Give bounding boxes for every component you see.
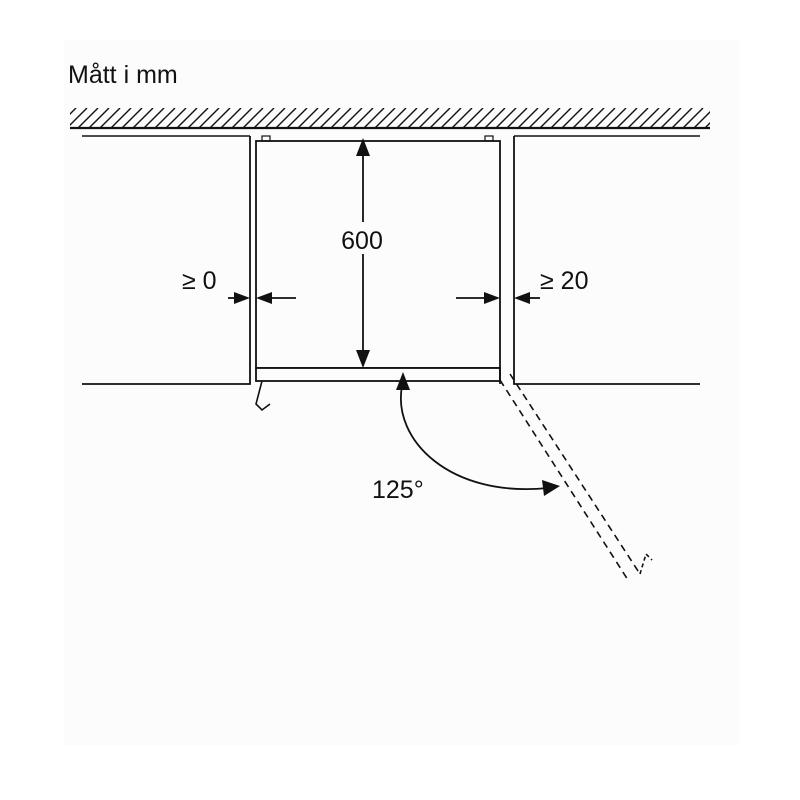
hatch-line bbox=[462, 108, 484, 128]
hatch-line bbox=[319, 108, 341, 128]
hatch-line bbox=[407, 108, 429, 128]
left-gap-label: ≥ 0 bbox=[182, 267, 217, 295]
hatch-line bbox=[253, 108, 275, 128]
hatch-line bbox=[88, 108, 110, 128]
appliance-door bbox=[255, 367, 501, 412]
hatch-line bbox=[187, 108, 209, 128]
hatch-line bbox=[70, 108, 77, 115]
angle-arrow-end bbox=[542, 480, 560, 496]
hatch-line bbox=[495, 108, 517, 128]
opened-door-outline bbox=[499, 373, 653, 581]
hatch-line bbox=[594, 108, 616, 128]
left-gap-dimension: ≥ 0 bbox=[182, 267, 296, 304]
hatch-line bbox=[693, 111, 710, 128]
hatch-line bbox=[77, 108, 99, 128]
depth-dimension: 600 bbox=[333, 138, 389, 368]
door-angle-dimension: 125° bbox=[372, 372, 560, 504]
depth-arrow-bottom bbox=[356, 350, 370, 368]
hatch-line bbox=[286, 108, 308, 128]
hatch-line bbox=[374, 108, 396, 128]
hatch-line bbox=[143, 108, 165, 128]
left-cabinet bbox=[82, 136, 251, 385]
hatch-line bbox=[484, 108, 506, 128]
hatch-line bbox=[528, 108, 550, 128]
hatch-line bbox=[308, 108, 330, 128]
hatch-line bbox=[638, 108, 660, 128]
hatch-line bbox=[429, 108, 451, 128]
hatch-line bbox=[209, 108, 231, 128]
hatch-line bbox=[473, 108, 495, 128]
hatch-line bbox=[506, 108, 528, 128]
hatch-line bbox=[727, 108, 747, 128]
hatch-line bbox=[231, 108, 253, 128]
right-gap-arrow-inner bbox=[484, 292, 500, 304]
hatch-line bbox=[517, 108, 539, 128]
hatch-line bbox=[660, 108, 682, 128]
hatch-line bbox=[451, 108, 473, 128]
right-gap-dimension: ≥ 20 bbox=[456, 267, 588, 304]
hatch-line bbox=[682, 108, 704, 128]
hatch-line bbox=[330, 108, 352, 128]
units-title: Mått i mm bbox=[68, 61, 178, 89]
hatch-line bbox=[561, 108, 583, 128]
hatch-line bbox=[121, 108, 143, 128]
hatch-line bbox=[627, 108, 649, 128]
hatch-line bbox=[275, 108, 297, 128]
hatch-line bbox=[99, 108, 121, 128]
depth-arrow-top bbox=[356, 138, 370, 156]
door-angle-label: 125° bbox=[372, 476, 424, 504]
hatch-line bbox=[616, 108, 638, 128]
left-gap-arrow-inner bbox=[256, 292, 272, 304]
hatch-line bbox=[418, 108, 440, 128]
wall-hatching bbox=[70, 108, 747, 128]
right-cabinet bbox=[513, 136, 700, 385]
hatch-line bbox=[363, 108, 385, 128]
hatch-line bbox=[132, 108, 154, 128]
hatch-line bbox=[440, 108, 462, 128]
depth-label: 600 bbox=[341, 227, 383, 255]
rear-wall bbox=[70, 108, 747, 137]
angle-arc bbox=[400, 385, 549, 490]
hatch-line bbox=[572, 108, 594, 128]
hatch-line bbox=[154, 108, 176, 128]
hatch-line bbox=[396, 108, 418, 128]
hatch-line bbox=[539, 108, 561, 128]
hatch-line bbox=[70, 108, 88, 126]
left-gap-arrow-outer bbox=[234, 292, 250, 304]
hatch-line bbox=[704, 122, 710, 128]
hatch-line bbox=[341, 108, 363, 128]
hatch-line bbox=[110, 108, 132, 128]
angle-arrow-start bbox=[396, 372, 410, 390]
hatch-line bbox=[176, 108, 198, 128]
right-gap-arrow-outer bbox=[514, 292, 530, 304]
hatch-line bbox=[264, 108, 286, 128]
hatch-line bbox=[352, 108, 374, 128]
hatch-line bbox=[220, 108, 242, 128]
hatch-line bbox=[671, 108, 693, 128]
right-gap-label: ≥ 20 bbox=[540, 267, 588, 295]
hatch-line bbox=[385, 108, 407, 128]
hatch-line bbox=[583, 108, 605, 128]
hatch-line bbox=[297, 108, 319, 128]
hatch-line bbox=[198, 108, 220, 128]
hatch-line bbox=[716, 108, 736, 128]
hatch-line bbox=[605, 108, 627, 128]
hatch-line bbox=[550, 108, 572, 128]
hatch-line bbox=[165, 108, 187, 128]
hatch-line bbox=[242, 108, 264, 128]
hatch-line bbox=[649, 108, 671, 128]
